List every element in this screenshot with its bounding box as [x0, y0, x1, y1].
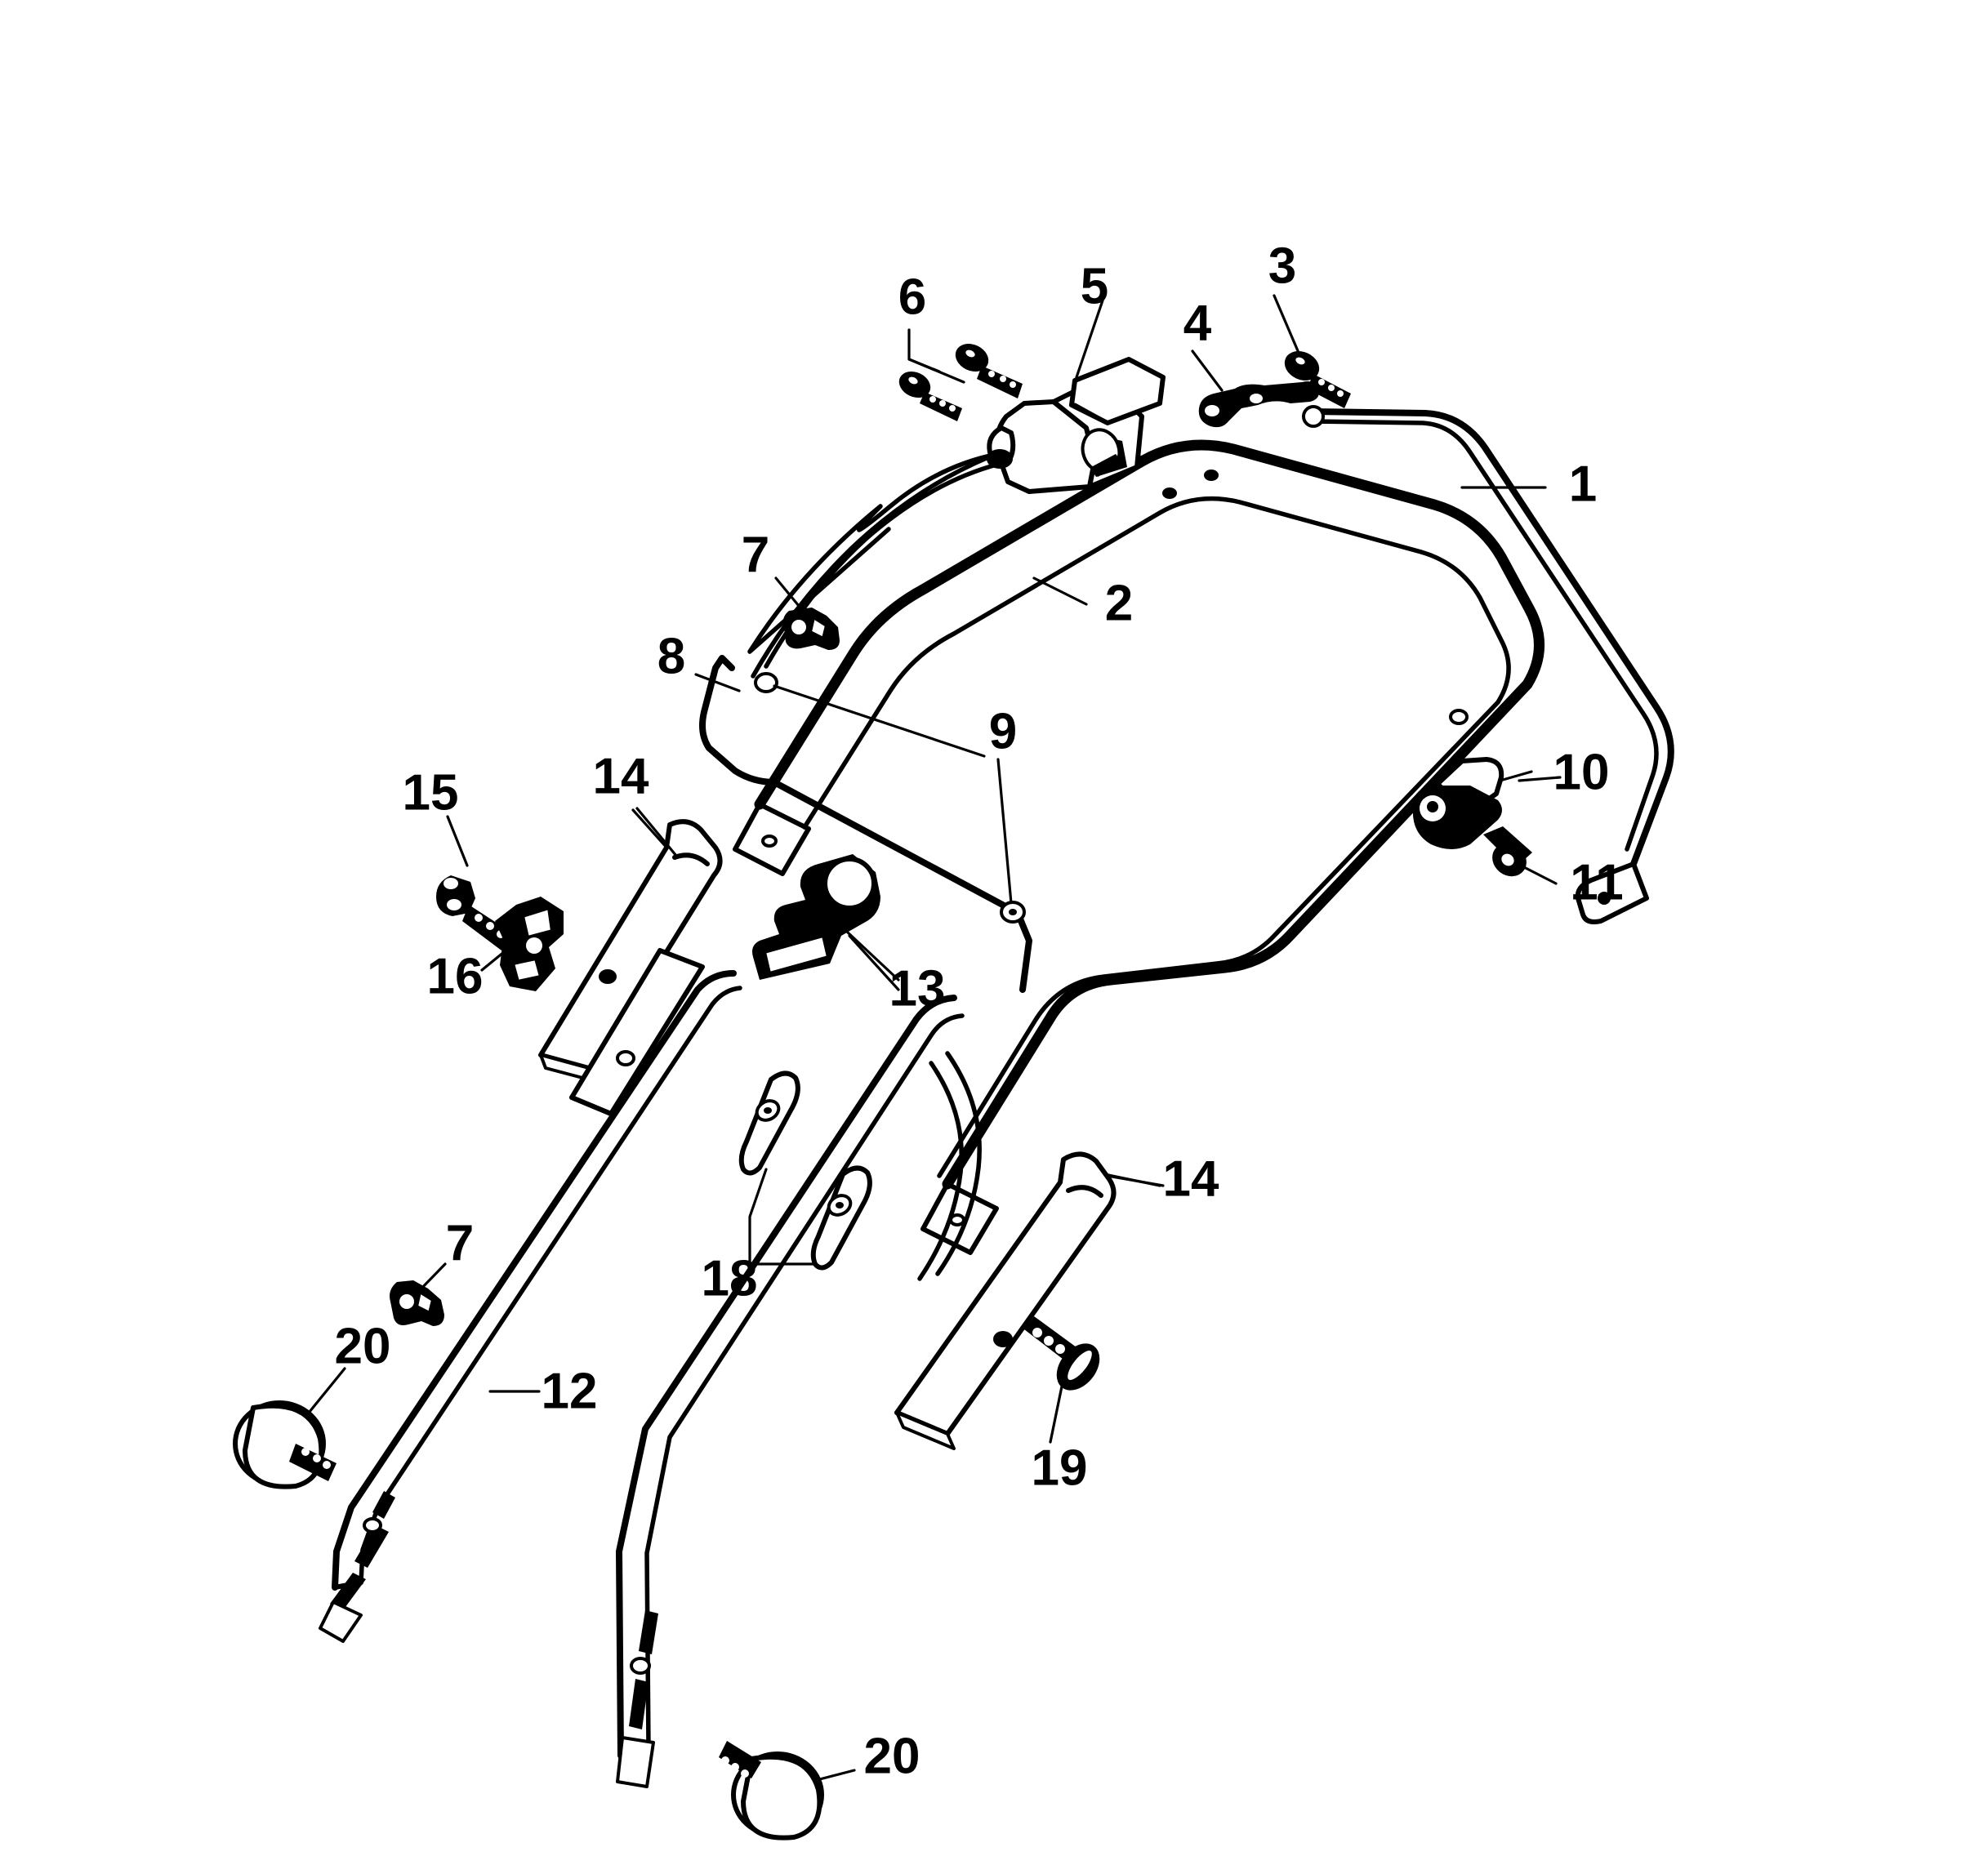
callout-10[interactable]: 10 — [1553, 744, 1610, 800]
callout-15[interactable]: 15 — [403, 764, 459, 821]
leader-2 — [1032, 576, 1088, 606]
part-lower-handle-bar — [319, 970, 742, 1643]
callout-8[interactable]: 8 — [657, 628, 685, 684]
part-upper-handle-bar — [733, 439, 1544, 1255]
leader-14-left — [635, 807, 678, 857]
callout-19[interactable]: 19 — [1032, 1440, 1088, 1496]
callout-number-group: 1 2 3 4 5 6 7 8 9 10 11 12 13 14 15 16 1… — [335, 238, 1624, 1784]
callout-18[interactable]: 18 — [702, 1250, 758, 1306]
part-shoulder-screw — [1024, 1316, 1100, 1444]
part-cable-guide-bracket — [694, 655, 1032, 993]
part-wing-knob-right — [719, 1741, 856, 1841]
part-cable-clip-lower — [390, 1262, 447, 1326]
callout-5[interactable]: 5 — [1081, 258, 1108, 314]
callout-leader-lines — [488, 299, 1562, 1393]
callout-14[interactable]: 14 — [593, 748, 649, 804]
callout-9[interactable]: 9 — [989, 703, 1017, 759]
callout-2[interactable]: 2 — [1105, 575, 1133, 631]
callout-4[interactable]: 4 — [1183, 295, 1212, 351]
callout-3[interactable]: 3 — [1268, 238, 1296, 294]
screw-icon — [955, 343, 1023, 398]
part-screw-set — [898, 328, 1023, 421]
callout-6[interactable]: 6 — [898, 269, 926, 325]
rivet-hole — [1449, 709, 1469, 725]
part-rivet — [773, 684, 1026, 924]
part-cable-latch — [752, 854, 900, 981]
part-clamp-plate — [480, 897, 564, 991]
part-handle-grip-right — [894, 1151, 1161, 1450]
leader-5 — [1075, 299, 1104, 379]
callout-7[interactable]: 7 — [742, 527, 769, 583]
part-lower-handle-bar-right — [616, 995, 982, 1788]
part-cable-clamp — [1191, 349, 1319, 428]
rivet-hole — [1162, 487, 1177, 499]
callout-7b[interactable]: 7 — [446, 1215, 474, 1271]
rivet-hole — [1204, 470, 1219, 481]
part-cable-tie-pair — [738, 1070, 872, 1271]
callout-13[interactable]: 13 — [889, 960, 946, 1017]
callout-16[interactable]: 16 — [427, 948, 484, 1004]
callout-12[interactable]: 12 — [542, 1363, 598, 1419]
part-wing-knob-left — [233, 1367, 346, 1489]
leader-13 — [848, 934, 900, 991]
leader-14-right — [1106, 1174, 1165, 1187]
callout-1[interactable]: 1 — [1569, 456, 1597, 512]
leader-10 — [1518, 776, 1562, 782]
part-knob-screw — [436, 815, 511, 950]
part-screw-with-washer — [1273, 294, 1351, 408]
part-control-rod — [1302, 405, 1674, 924]
rivet-hole — [754, 672, 778, 693]
callout-11[interactable]: 11 — [1570, 854, 1624, 910]
callout-14b[interactable]: 14 — [1163, 1151, 1219, 1207]
screw-icon — [898, 371, 962, 421]
part-cable-clip-upper — [774, 576, 840, 650]
callout-20b[interactable]: 20 — [864, 1728, 920, 1784]
callout-20[interactable]: 20 — [335, 1318, 391, 1374]
part-hex-bolt — [1483, 826, 1558, 885]
part-handle-knob-bracket — [1412, 757, 1533, 849]
